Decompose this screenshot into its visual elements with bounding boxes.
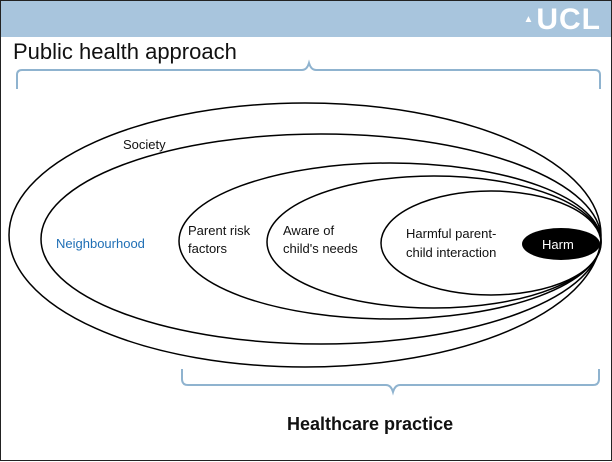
harmful-interaction-label-line2: child interaction (406, 245, 496, 260)
slide-title: Public health approach (13, 39, 237, 64)
bottom-bracket (181, 369, 600, 396)
harmful-interaction-label-line1: Harmful parent- (406, 226, 496, 241)
ucl-dome-icon: ▲ (523, 14, 535, 25)
harmful-interaction-ellipse (380, 190, 602, 296)
ucl-logo: ▲UCL (523, 5, 601, 35)
aware-needs-label-line1: Aware of (283, 223, 334, 238)
neighbourhood-label: Neighbourhood (56, 236, 145, 251)
parent-risk-label-line2: factors (188, 241, 228, 256)
header-bar: ▲UCL (1, 1, 611, 37)
harm-label: Harm (542, 237, 574, 252)
harm-ellipse (522, 228, 600, 260)
parent-risk-label-line1: Parent risk (188, 223, 251, 238)
aware-needs-label-line2: child's needs (283, 241, 358, 256)
top-bracket (16, 59, 601, 89)
healthcare-practice-label: Healthcare practice (287, 414, 454, 434)
society-label: Society (123, 137, 166, 152)
ucl-logo-text: UCL (536, 3, 601, 36)
